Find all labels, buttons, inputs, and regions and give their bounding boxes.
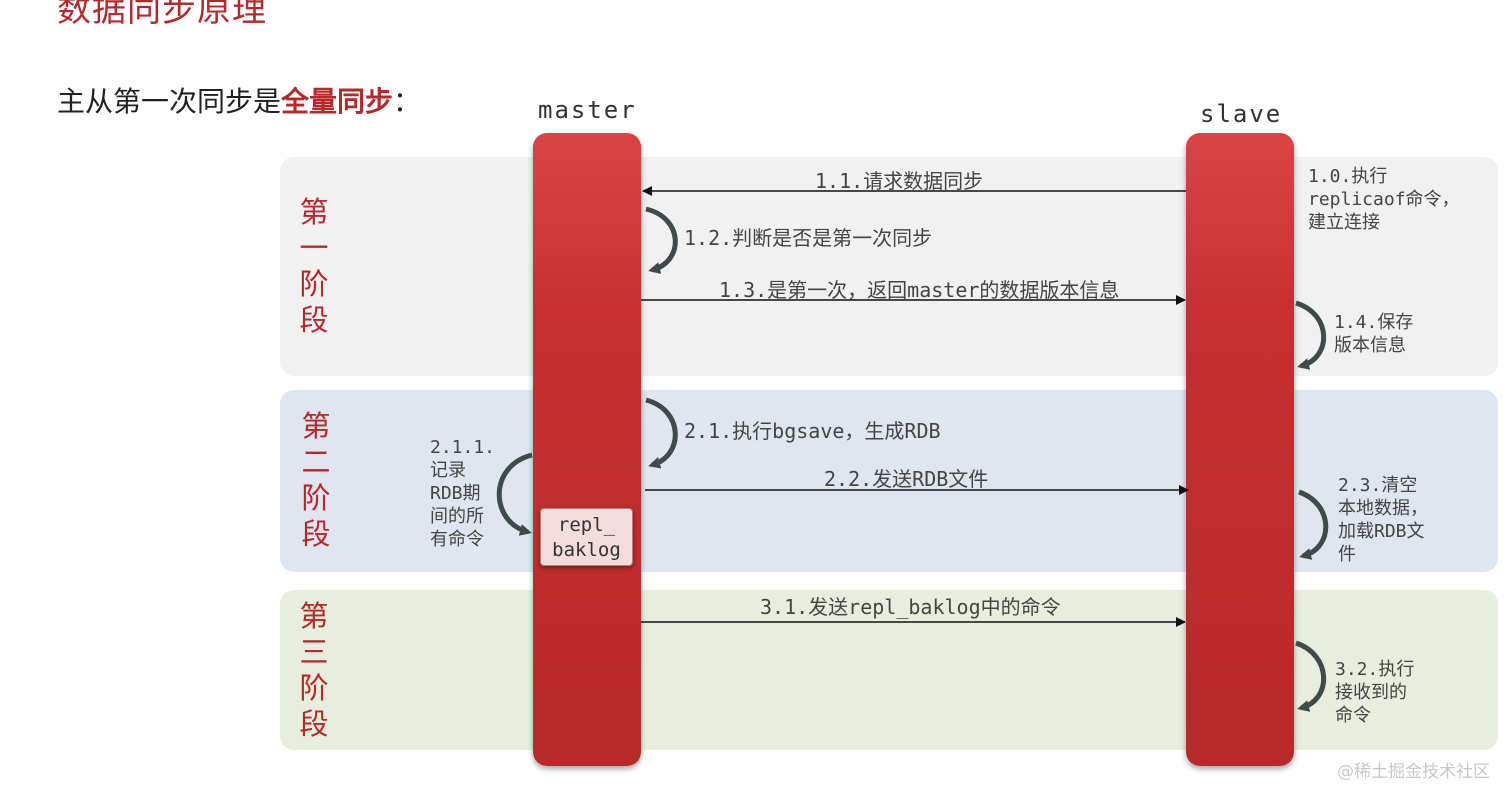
msg-1-2: 1.2.判断是否是第一次同步 [684, 226, 933, 250]
msg-2-1: 2.1.执行bgsave，生成RDB [684, 419, 941, 443]
page-title: 数据同步原理 [57, 0, 267, 30]
subtitle-prefix: 主从第一次同步是 [57, 85, 282, 118]
self-loop-1-4 [1295, 300, 1327, 370]
msg-2-2: 2.2.发送RDB文件 [824, 467, 989, 491]
stage-1-band [280, 157, 1498, 376]
slave-label: slave [1200, 100, 1283, 128]
msg-1-4: 1.4.保存版本信息 [1334, 312, 1414, 356]
master-label: master [538, 96, 637, 124]
master-lifeline [533, 133, 641, 766]
stage-3-band [280, 590, 1498, 750]
msg-1-1: 1.1.请求数据同步 [815, 169, 984, 193]
msg-3-1: 3.1.发送repl_baklog中的命令 [760, 595, 1061, 619]
self-loop-2-1-1 [496, 452, 533, 536]
subtitle-suffix: ： [393, 85, 422, 118]
stage-1-label: 第一阶段 [299, 195, 329, 337]
msg-1-3: 1.3.是第一次，返回master的数据版本信息 [719, 278, 1120, 302]
repl-baklog-buffer: repl_baklog [540, 508, 633, 566]
stage-2-label: 第二阶段 [301, 409, 331, 551]
self-loop-2-3 [1298, 489, 1329, 560]
self-loop-1-2 [645, 206, 678, 274]
stage-2-band [280, 390, 1498, 572]
watermark: @稀土掘金技术社区 [1337, 762, 1490, 782]
self-loop-2-1 [645, 397, 678, 469]
stage-3-label: 第三阶段 [299, 599, 329, 741]
self-loop-3-2 [1295, 640, 1327, 712]
subtitle-highlight: 全量同步 [281, 85, 394, 118]
subtitle: 主从第一次同步是全量同步： [57, 84, 421, 120]
msg-3-2: 3.2.执行接收到的命令 [1335, 659, 1415, 726]
slave-lifeline [1186, 133, 1294, 766]
msg-2-3: 2.3.清空本地数据，加载RDB文件 [1338, 475, 1428, 565]
